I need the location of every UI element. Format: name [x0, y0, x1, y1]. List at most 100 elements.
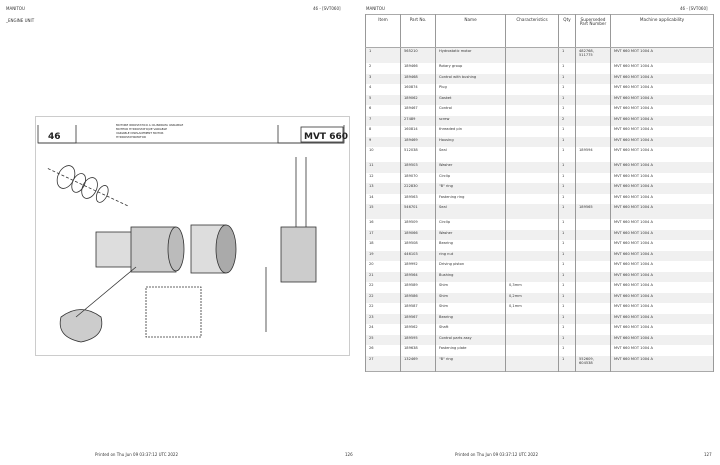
table-cell: Circlip: [435, 219, 506, 230]
table-cell: 552609, 604538: [575, 355, 611, 371]
table-cell: Driving piston: [435, 261, 506, 272]
table-cell: Seal: [435, 147, 506, 162]
table-cell: 19: [365, 250, 401, 261]
table-cell: Control parts assy: [435, 334, 506, 345]
table-cell: 189509: [400, 219, 436, 230]
diagram-title-4: HYDROSTATIKMOTOR: [116, 135, 146, 139]
table-cell: 1: [558, 292, 576, 303]
table-cell: 25: [365, 334, 401, 345]
table-cell: MVT 660 MOT 1004 A: [610, 126, 714, 137]
table-cell: 1: [558, 313, 576, 324]
table-cell: MVT 660 MOT 1004 A: [610, 334, 714, 345]
table-cell: MVT 660 MOT 1004 A: [610, 313, 714, 324]
table-cell: 189503: [400, 162, 436, 173]
table-cell: 1: [558, 105, 576, 116]
table-cell: threaded pin: [435, 126, 506, 137]
table-cell: 1: [558, 345, 576, 356]
table-cell: MVT 660 MOT 1004 A: [610, 73, 714, 84]
table-cell: Hydrostatic motor: [435, 47, 506, 63]
table-cell: [575, 105, 611, 116]
table-cell: Washer: [435, 162, 506, 173]
diagram-title-3: VARIABLE DISPLACEMENT MOTOR: [116, 131, 164, 135]
table-cell: 1: [558, 282, 576, 293]
left-page-number: 126: [345, 452, 353, 457]
table-cell: MVT 660 MOT 1004 A: [610, 250, 714, 261]
table-cell: 1: [558, 84, 576, 95]
table-cell: MVT 660 MOT 1004 A: [610, 292, 714, 303]
table-cell: [575, 282, 611, 293]
table-cell: MVT 660 MOT 1004 A: [610, 172, 714, 183]
table-cell: MVT 660 MOT 1004 A: [610, 193, 714, 204]
table-cell: [575, 250, 611, 261]
table-cell: Plug: [435, 84, 506, 95]
table-cell: 5: [365, 94, 401, 105]
table-cell: 189565: [575, 204, 611, 219]
table-cell: [505, 172, 559, 183]
table-cell: 1: [558, 147, 576, 162]
table-cell: 512038: [400, 147, 436, 162]
table-cell: 1: [558, 303, 576, 314]
table-cell: 0,2mm: [505, 292, 559, 303]
table-cell: [575, 271, 611, 282]
table-cell: [505, 229, 559, 240]
table-cell: 23: [365, 313, 401, 324]
table-cell: MVT 660 MOT 1004 A: [610, 147, 714, 162]
table-cell: [575, 292, 611, 303]
table-cell: 189564: [400, 271, 436, 282]
table-cell: [505, 115, 559, 126]
table-cell: 8: [365, 126, 401, 137]
table-cell: MVT 660 MOT 1004 A: [610, 282, 714, 293]
table-cell: [575, 172, 611, 183]
table-cell: 189508: [400, 240, 436, 251]
table-cell: 21: [365, 271, 401, 282]
table-cell: 189466: [400, 63, 436, 74]
table-cell: 16: [365, 219, 401, 230]
table-cell: [505, 73, 559, 84]
table-cell: 222830: [400, 183, 436, 194]
table-cell: MVT 660 MOT 1004 A: [610, 324, 714, 335]
table-cell: 26: [365, 345, 401, 356]
table-cell: 17: [365, 229, 401, 240]
table-cell: [505, 183, 559, 194]
table-cell: MVT 660 MOT 1004 A: [610, 183, 714, 194]
table-cell: MVT 660 MOT 1004 A: [610, 47, 714, 63]
table-cell: MVT 660 MOT 1004 A: [610, 345, 714, 356]
table-cell: Control: [435, 105, 506, 116]
table-cell: [505, 355, 559, 371]
table-cell: 160874: [400, 84, 436, 95]
table-cell: Shim: [435, 303, 506, 314]
table-cell: 18: [365, 240, 401, 251]
table-cell: [505, 105, 559, 116]
table-cell: 1: [558, 47, 576, 63]
table-cell: [575, 115, 611, 126]
left-footer: Printed on Thu Jun 09 03:37:12 UTC 2022: [95, 452, 179, 457]
table-cell: 189467: [400, 105, 436, 116]
column-header: Name: [435, 14, 506, 48]
table-cell: [505, 84, 559, 95]
table-cell: 189567: [400, 313, 436, 324]
table-cell: [505, 240, 559, 251]
table-cell: [505, 334, 559, 345]
table-cell: 27489: [400, 115, 436, 126]
table-cell: Bearing: [435, 313, 506, 324]
table-cell: 6: [365, 105, 401, 116]
table-cell: [575, 63, 611, 74]
table-cell: MVT 660 MOT 1004 A: [610, 136, 714, 147]
column-header: Superseded Part Number: [575, 14, 611, 48]
table-cell: 565210: [400, 47, 436, 63]
table-cell: [575, 334, 611, 345]
